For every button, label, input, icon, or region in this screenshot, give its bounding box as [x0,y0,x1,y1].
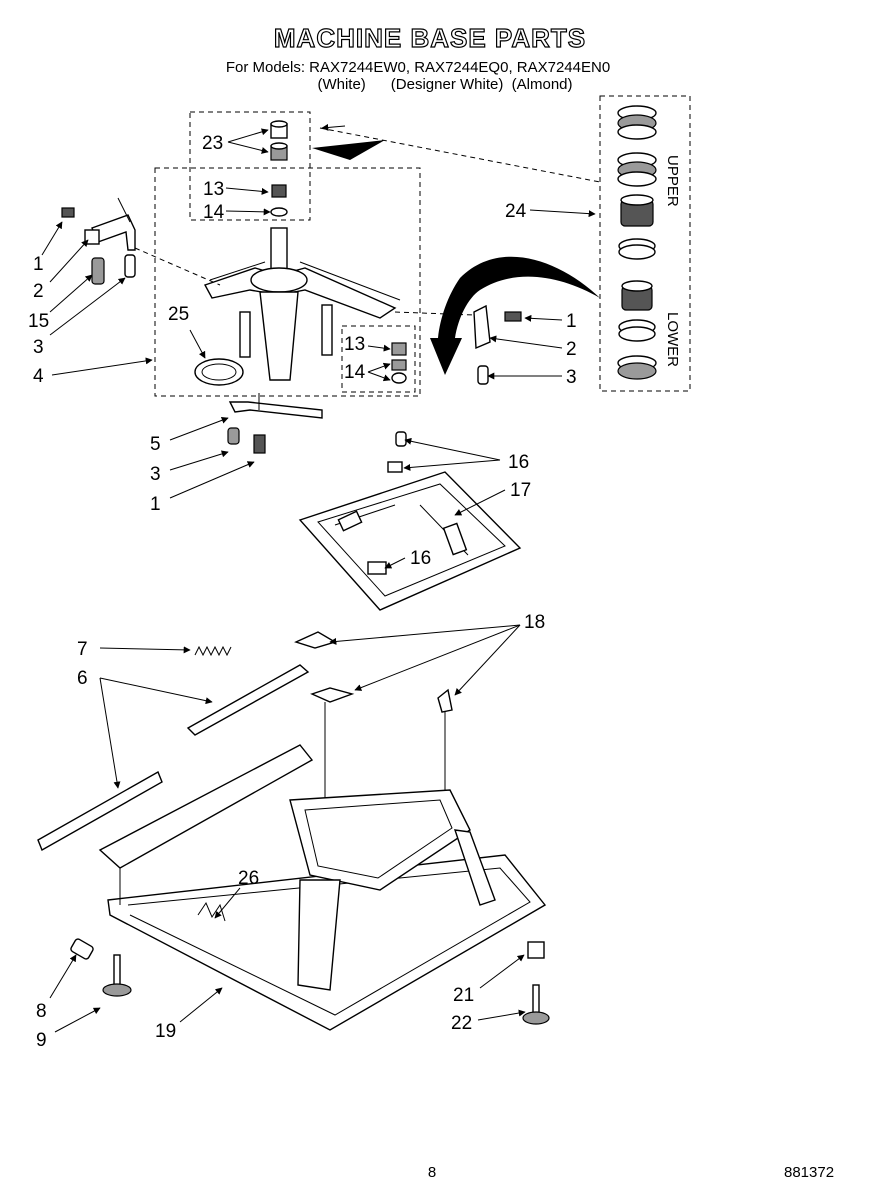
left-bracket-parts [61,197,221,286]
callout-13: 13 [203,179,224,200]
leader-lines [41,128,596,1033]
callout-5: 5 [150,434,161,455]
document-number: 881372 [784,1164,834,1181]
callout-6: 6 [77,668,88,689]
callout-15: 15 [28,311,49,332]
curved-arrow [430,256,600,375]
callout-14-lower: 14 [344,362,366,383]
callout-25: 25 [168,304,189,325]
callout-14: 14 [203,202,225,223]
right-bracket-parts [394,304,522,385]
callout-18: 18 [524,612,545,633]
callout-1: 1 [33,254,44,275]
upper-label: UPPER [664,155,681,207]
callout-8: 8 [36,1001,47,1022]
page-number: 8 [428,1164,436,1181]
callout-3-right: 3 [566,367,577,388]
callout-numbers: 23 13 14 24 1 2 15 3 4 25 13 14 1 2 3 5 … [28,133,577,1051]
callout-2: 2 [33,281,44,302]
callout-16: 16 [508,452,529,473]
callout-7: 7 [77,639,88,660]
lower-brace [227,393,323,454]
callout-2-right: 2 [566,339,577,360]
callout-1-lower: 1 [150,494,161,515]
frame-17 [298,431,522,611]
callout-3: 3 [33,337,44,358]
page-title: MACHINE BASE PARTS [274,23,586,53]
transmission-assembly [154,111,421,397]
callout-24: 24 [505,201,527,222]
models-line: For Models: RAX7244EW0, RAX7244EQ0, RAX7… [226,59,610,76]
callout-4: 4 [33,366,44,387]
callout-17: 17 [510,480,531,501]
callout-3-lower: 3 [150,464,161,485]
lower-label: LOWER [664,312,681,367]
callout-16-lower: 16 [410,548,431,569]
callout-1-right: 1 [566,311,577,332]
pointer-arrow [312,140,385,160]
callout-13-lower: 13 [344,334,365,355]
guide-line [319,127,601,183]
springs-and-brackets [37,631,453,878]
kit-lower-items [617,280,657,380]
callout-23: 23 [202,133,223,154]
callout-26: 26 [238,868,259,889]
callout-19: 19 [155,1021,176,1042]
callout-21: 21 [453,985,474,1006]
base-frame [70,744,550,1031]
callout-9: 9 [36,1030,47,1051]
bearing-kit: UPPER LOWER [599,95,691,392]
colors-line: (White) (Designer White) (Almond) [317,76,572,93]
callout-22: 22 [451,1013,472,1034]
kit-upper-items [617,105,657,260]
